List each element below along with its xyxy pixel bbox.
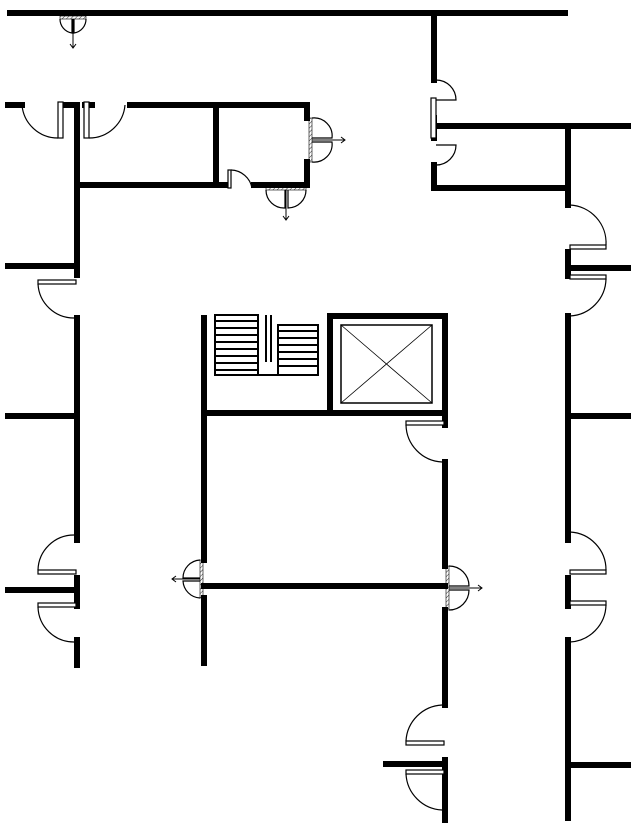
central-core: [201, 313, 448, 823]
door-swing-icon: [37, 279, 77, 319]
fire-door-icon: [308, 117, 346, 163]
door-swing-icon: [21, 101, 64, 139]
right-corridor: [565, 575, 631, 821]
left-corridor: [5, 315, 80, 668]
stair-icon: [214, 314, 319, 376]
door-swing-icon: [569, 600, 607, 643]
door-swing-icon: [430, 79, 457, 166]
door-swing-icon: [405, 769, 445, 811]
door-swing-icon: [83, 101, 126, 139]
fire-door-icon: [59, 15, 87, 49]
fire-door-icon: [171, 559, 204, 599]
door-swing-icon: [227, 169, 253, 189]
door-swing-icon: [569, 274, 607, 317]
door-swing-icon: [405, 704, 445, 746]
door-swing-icon: [37, 602, 77, 643]
elevator-icon: [340, 324, 433, 404]
fire-door-icon: [445, 565, 483, 611]
upper-left-rooms: [5, 102, 310, 278]
door-swing-icon: [569, 204, 607, 250]
door-swing-icon: [405, 420, 445, 463]
door-swing-icon: [37, 534, 77, 575]
door-swing-icon: [569, 531, 607, 575]
fire-door-icon: [265, 186, 307, 221]
